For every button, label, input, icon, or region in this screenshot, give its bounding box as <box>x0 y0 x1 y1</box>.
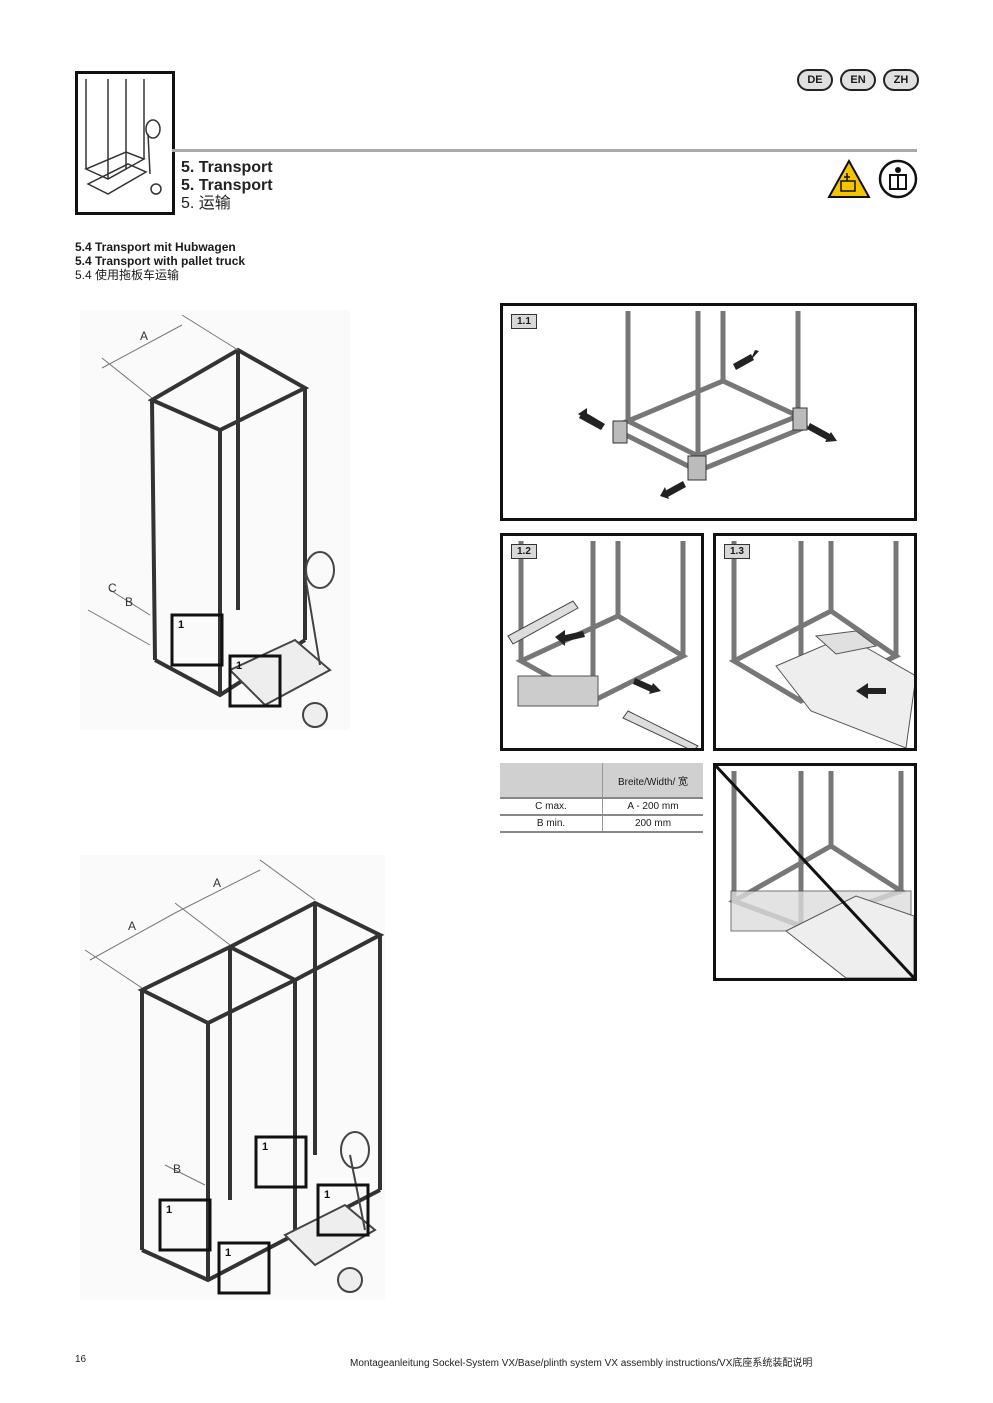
heavy-load-warning-icon <box>827 159 871 199</box>
callout-box <box>228 654 282 708</box>
spec-value: A - 200 mm <box>602 798 703 816</box>
section-heading-en: 5.4 Transport with pallet truck <box>75 254 246 268</box>
figure-double-cabinet: A A B 1 1 1 1 <box>80 855 385 1300</box>
dimension-b: B <box>173 1162 181 1176</box>
header-rule <box>172 149 917 152</box>
spec-label: C max. <box>500 798 603 816</box>
mandatory-instruction-icon <box>878 159 918 199</box>
section-heading-zh: 5.4 使用拖板车运输 <box>75 268 180 282</box>
spec-row: C max. A - 200 mm <box>500 798 703 816</box>
callout-label: 1 <box>262 1141 268 1153</box>
spec-label: B min. <box>500 815 603 833</box>
figure-single-cabinet: A C B 1 1 <box>80 310 350 730</box>
panel-1-3: 1.3 <box>713 533 917 751</box>
callout-box <box>158 1198 212 1252</box>
dimension-a: A <box>213 876 221 890</box>
panel-1-1: 1.1 <box>500 303 917 521</box>
chapter-title-zh: 5. 运输 <box>181 195 231 212</box>
dimension-a: A <box>128 919 136 933</box>
lang-badge-zh[interactable]: ZH <box>883 69 919 91</box>
incorrect-method-panel <box>713 763 917 981</box>
callout-label: 1 <box>324 1189 330 1201</box>
dimension-b: B <box>125 595 133 609</box>
spec-value: 200 mm <box>602 815 703 833</box>
chapter-title-de: 5. Transport <box>181 159 273 176</box>
spec-header-width: Breite/Width/ 宽 <box>602 763 703 799</box>
chapter-titles: 5. Transport 5. Transport 5. 运输 <box>181 159 273 213</box>
callout-label: 1 <box>166 1204 172 1216</box>
footer-text: Montageanleitung Sockel-System VX/Base/p… <box>350 1358 813 1369</box>
lang-badge-en[interactable]: EN <box>840 69 876 91</box>
spec-table: Breite/Width/ 宽 C max. A - 200 mm B min.… <box>500 763 703 833</box>
callout-box <box>254 1135 308 1189</box>
callout-box <box>170 613 224 667</box>
callout-box <box>316 1183 370 1237</box>
callout-label: 1 <box>178 619 184 631</box>
cross-out-line <box>716 766 914 978</box>
dimension-c: C <box>108 581 117 595</box>
spec-header-empty <box>500 763 603 799</box>
header-thumbnail <box>75 71 175 215</box>
panel-label: 1.2 <box>511 544 537 559</box>
callout-label: 1 <box>225 1247 231 1259</box>
spec-row: B min. 200 mm <box>500 815 703 833</box>
panel-1-2: 1.2 <box>500 533 704 751</box>
panel-label: 1.1 <box>511 314 537 329</box>
page-number: 16 <box>75 1354 87 1365</box>
panel-label: 1.3 <box>724 544 750 559</box>
callout-box <box>217 1241 271 1295</box>
callout-label: 1 <box>236 660 242 672</box>
section-heading-de: 5.4 Transport mit Hubwagen <box>75 240 236 254</box>
chapter-title-en: 5. Transport <box>181 177 273 194</box>
lang-badge-de[interactable]: DE <box>797 69 833 91</box>
dimension-a: A <box>140 329 148 343</box>
section-heading: 5.4 Transport mit Hubwagen 5.4 Transport… <box>75 240 245 282</box>
